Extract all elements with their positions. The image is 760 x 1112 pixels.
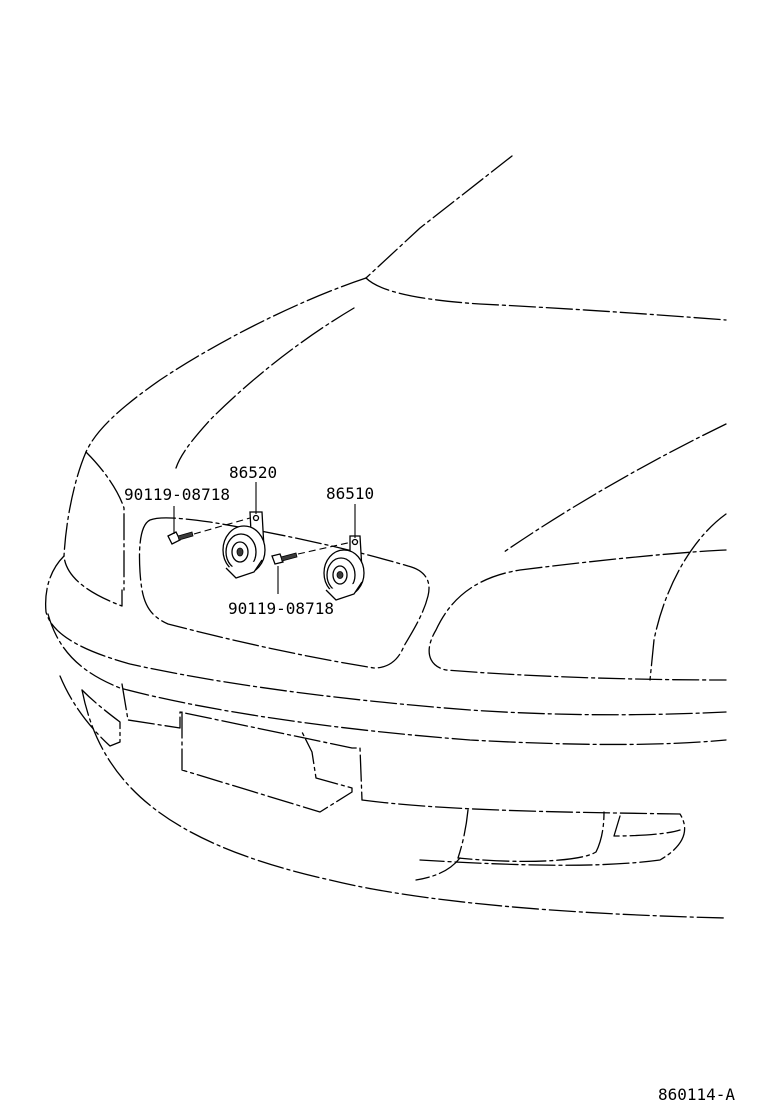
fender-crease — [503, 423, 727, 553]
hood-crease — [175, 307, 355, 469]
callout-horn-86510: 86510 — [326, 484, 374, 503]
headlamp-right-inner — [649, 513, 727, 681]
installation-lines — [193, 517, 353, 555]
lower-intake — [361, 799, 686, 866]
callout-horn-86520: 86520 — [229, 463, 277, 482]
bumper-top — [44, 555, 727, 716]
horn-high-pitch-icon — [323, 535, 365, 601]
bolt-icon — [271, 552, 298, 565]
grille-opening — [138, 517, 430, 669]
bolt-icon — [167, 531, 194, 545]
hood-left-edge — [85, 277, 367, 453]
callout-bolt-lower: 90119-08718 — [228, 599, 334, 618]
headlamp-right — [428, 549, 727, 681]
callout-bolt-upper: 90119-08718 — [124, 485, 230, 504]
hood-rear-edge — [365, 277, 727, 321]
a-pillar-line — [365, 155, 513, 279]
fog-lamp — [613, 815, 681, 837]
horn-low-pitch-icon — [222, 511, 266, 579]
vehicle-front-outline — [44, 155, 727, 919]
bumper-bottom — [81, 689, 727, 919]
headlamp-left — [63, 451, 123, 607]
bumper-mid — [47, 613, 727, 746]
headlamp-left-inner — [85, 451, 125, 591]
plate-recess-outer — [121, 683, 363, 801]
lower-vent — [457, 809, 605, 862]
leader-lines — [173, 482, 356, 594]
chin-spoiler — [415, 857, 461, 881]
plate-recess — [181, 711, 353, 813]
bumper-lower — [59, 675, 121, 747]
figure-code: 860114-A — [658, 1085, 735, 1104]
